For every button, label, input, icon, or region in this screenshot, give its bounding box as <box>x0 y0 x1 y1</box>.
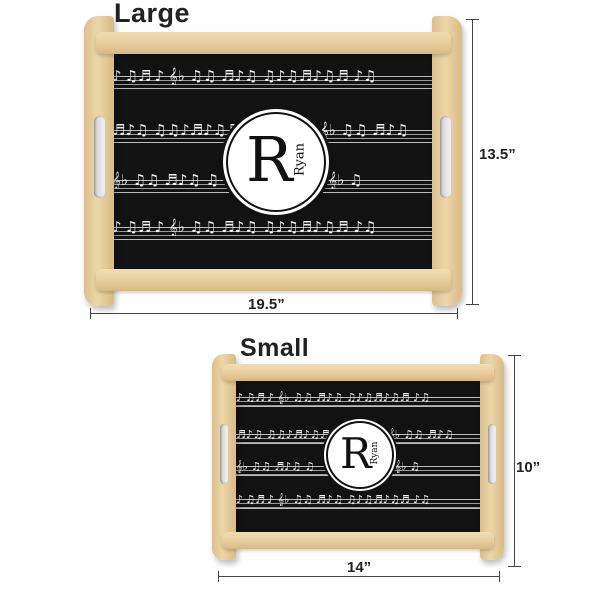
right-handle-cutout <box>440 116 451 198</box>
right-handle-cutout <box>488 424 496 484</box>
large-size-title: Large <box>114 0 191 28</box>
small-width-label: 14” <box>347 559 372 576</box>
dimension-tick <box>218 571 219 582</box>
music-notes-row: ♪ ♫♬ ♪ 𝄞♭ ♫♫ ♬♪♫ ♫♪♫♬♪♫♬ ♪♫ <box>112 67 377 85</box>
dimension-tick <box>466 304 479 305</box>
music-notes-row: ♪ ♫♬ ♪ 𝄞♭ ♫♫ ♬♪♫ ♫♪♫♬♪♫♬ ♪♫ <box>236 391 431 404</box>
dimension-tick <box>466 19 479 20</box>
dimension-tick <box>90 308 91 319</box>
monogram-badge: R Ryan <box>220 106 332 218</box>
dimension-tick <box>508 355 521 356</box>
bottom-rail <box>222 532 494 549</box>
music-notes-row: ♪ ♫♬ ♪ 𝄞♭ ♫♫ ♬♪♫ ♫♪♫♬♪♫♬ ♪♫ <box>112 218 377 236</box>
small-height-dimension-line <box>514 355 515 566</box>
small-height-label: 10” <box>516 459 541 476</box>
large-width-label: 19.5” <box>248 296 285 313</box>
large-height-label: 13.5” <box>479 146 516 163</box>
small-tray-panel: ♪ ♫♬ ♪ 𝄞♭ ♫♫ ♬♪♫ ♫♪♫♬♪♫♬ ♪♫ ♬♪♫ ♫♫♪♬♪♫♬ … <box>236 381 484 532</box>
small-tray-image: ♪ ♫♬ ♪ 𝄞♭ ♫♫ ♬♪♫ ♫♪♫♬♪♫♬ ♪♫ ♬♪♫ ♫♫♪♬♪♫♬ … <box>212 354 506 564</box>
dimension-tick <box>508 566 521 567</box>
music-notes-row: ♪ ♫♬ ♪ 𝄞♭ ♫♫ ♬♪♫ ♫♪♫♬♪♫♬ ♪♫ <box>236 493 431 506</box>
monogram-initial: R <box>340 429 372 478</box>
monogram-initial: R <box>246 123 293 196</box>
large-width-dimension-line <box>90 313 458 314</box>
monogram-name: Ryan <box>370 441 380 465</box>
large-tray-panel: ♪ ♫♬ ♪ 𝄞♭ ♫♫ ♬♪♫ ♫♪♫♬♪♫♬ ♪♫ ♬♪♫ ♫♫♪♬♪♫♬ … <box>112 54 434 269</box>
left-handle-cutout <box>220 424 228 484</box>
left-handle-cutout <box>94 116 105 198</box>
small-width-dimension-line <box>218 576 500 577</box>
dimension-tick <box>499 571 500 582</box>
large-height-dimension-line <box>472 19 473 305</box>
monogram-badge: R Ryan <box>322 417 398 493</box>
monogram-name: Ryan <box>292 142 308 177</box>
bottom-rail <box>96 269 451 291</box>
dimension-tick <box>457 308 458 319</box>
small-size-title: Small <box>240 334 310 362</box>
large-tray-image: ♪ ♫♬ ♪ 𝄞♭ ♫♫ ♬♪♫ ♫♪♫♬♪♫♬ ♪♫ ♬♪♫ ♫♫♪♬♪♫♬ … <box>84 16 464 308</box>
top-rail <box>96 32 451 54</box>
top-rail <box>222 364 494 381</box>
